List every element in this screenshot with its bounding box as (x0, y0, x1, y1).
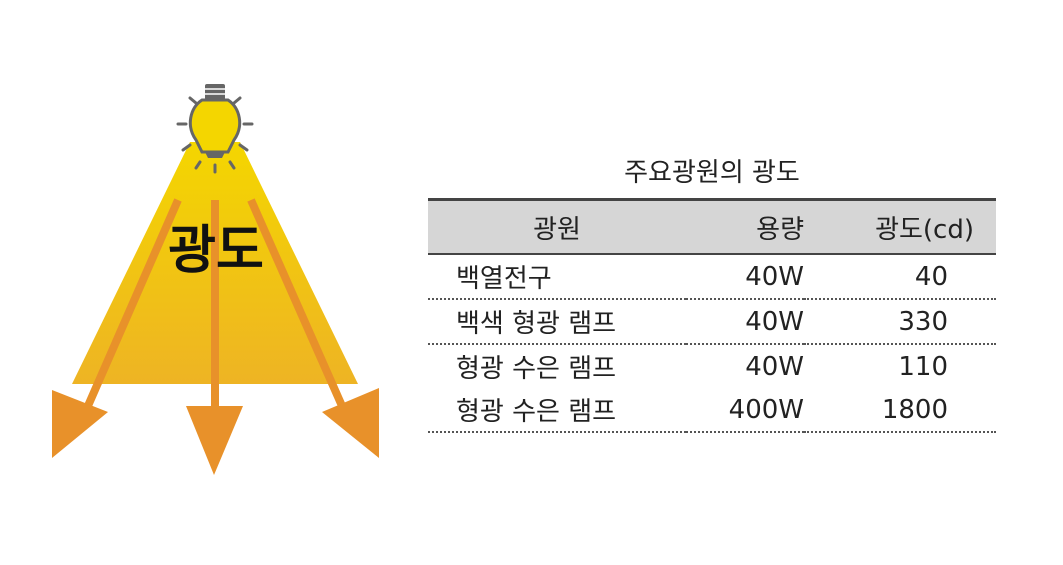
illustration-label: 광도 (168, 221, 264, 281)
arrow-left-head (52, 390, 108, 458)
cell-capacity: 40W (686, 343, 804, 388)
cell-intensity: 1800 (804, 388, 996, 433)
luminous-intensity-table: 광원 용량 광도(cd) 백열전구 40W 40 백색 형광 램프 40W 33… (428, 198, 996, 433)
arrow-left-shaft (80, 198, 182, 417)
header-capacity: 용량 (686, 198, 804, 255)
table-row: 형광 수은 램프 40W 110 (428, 343, 996, 388)
arrow-right-head (322, 388, 379, 458)
table-title: 주요광원의 광도 (624, 158, 800, 188)
header-intensity: 광도(cd) (804, 198, 996, 255)
cell-source: 백색 형광 램프 (428, 298, 686, 344)
cell-source: 백열전구 (456, 264, 552, 294)
table-row: 형광 수은 램프 400W 1800 (428, 388, 996, 433)
cell-intensity: 330 (804, 298, 996, 344)
cell-source: 형광 수은 램프 (428, 388, 686, 433)
table-row: 백열전구 40W 40 (428, 254, 996, 299)
cell-source: 형광 수은 램프 (428, 343, 686, 388)
arrow-center-head (186, 406, 243, 475)
bulb-rays (176, 96, 254, 174)
arrow-right-shaft (247, 198, 350, 417)
cell-capacity: 40W (686, 298, 804, 344)
table-row: 백색 형광 램프 40W 330 (428, 298, 996, 344)
cell-intensity: 40 (914, 261, 948, 292)
cell-capacity: 40W (745, 261, 804, 292)
light-arrows (52, 198, 379, 475)
luminous-intensity-illustration: 광도 (52, 84, 379, 475)
cell-capacity: 400W (686, 388, 804, 433)
header-source: 광원 (428, 198, 686, 255)
light-bulb-icon (188, 84, 242, 158)
table-header-row: 광원 용량 광도(cd) (428, 198, 996, 255)
cell-intensity: 110 (804, 343, 996, 388)
